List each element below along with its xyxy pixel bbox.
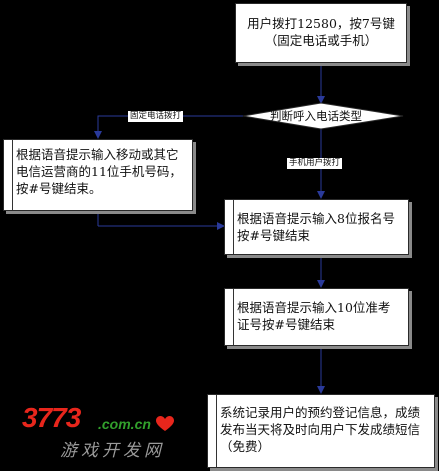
mobile-input-box: 根据语音提示输入移动或其它电信运营商的11位手机号码，按#号键结束。 — [3, 139, 193, 211]
ticket-input-text: 根据语音提示输入10位准考证号按#号键结束 — [237, 300, 391, 332]
logo-domain-text: .com.cn — [98, 416, 151, 432]
edge-label-fixed: 固定电话拨打 — [128, 111, 184, 122]
decision-label: 判断呼入电话类型 — [270, 109, 362, 123]
edge-label-mobile: 手机用户拨打 — [287, 158, 343, 169]
mobile-input-text: 根据语音提示输入移动或其它电信运营商的11位手机号码，按#号键结束。 — [16, 147, 182, 196]
finish-text: 系统记录用户的预约登记信息，成绩发布当天将及时向用户下发成绩短信（免费） — [220, 405, 421, 454]
register-input-box: 根据语音提示输入8位报名号按#号键结束 — [224, 199, 409, 255]
heart-icon — [156, 416, 174, 431]
ticket-input-box: 根据语音提示输入10位准考证号按#号键结束 — [224, 288, 409, 346]
start-text: 用户拨打12580，按7号键（固定电话或手机） — [247, 16, 395, 48]
start-box: 用户拨打12580，按7号键（固定电话或手机） — [235, 3, 407, 63]
logo-subtitle-text: 游戏开发网 — [60, 441, 165, 461]
site-logo: 3773 .com.cn 游戏开发网 — [16, 402, 181, 464]
register-input-text: 根据语音提示输入8位报名号按#号键结束 — [237, 211, 395, 243]
finish-box: 系统记录用户的预约登记信息，成绩发布当天将及时向用户下发成绩短信（免费） — [207, 394, 435, 468]
arrow-decision-to-mobile-input — [94, 115, 243, 139]
logo-main-text: 3773 — [22, 402, 81, 433]
decision-diamond — [242, 102, 404, 130]
